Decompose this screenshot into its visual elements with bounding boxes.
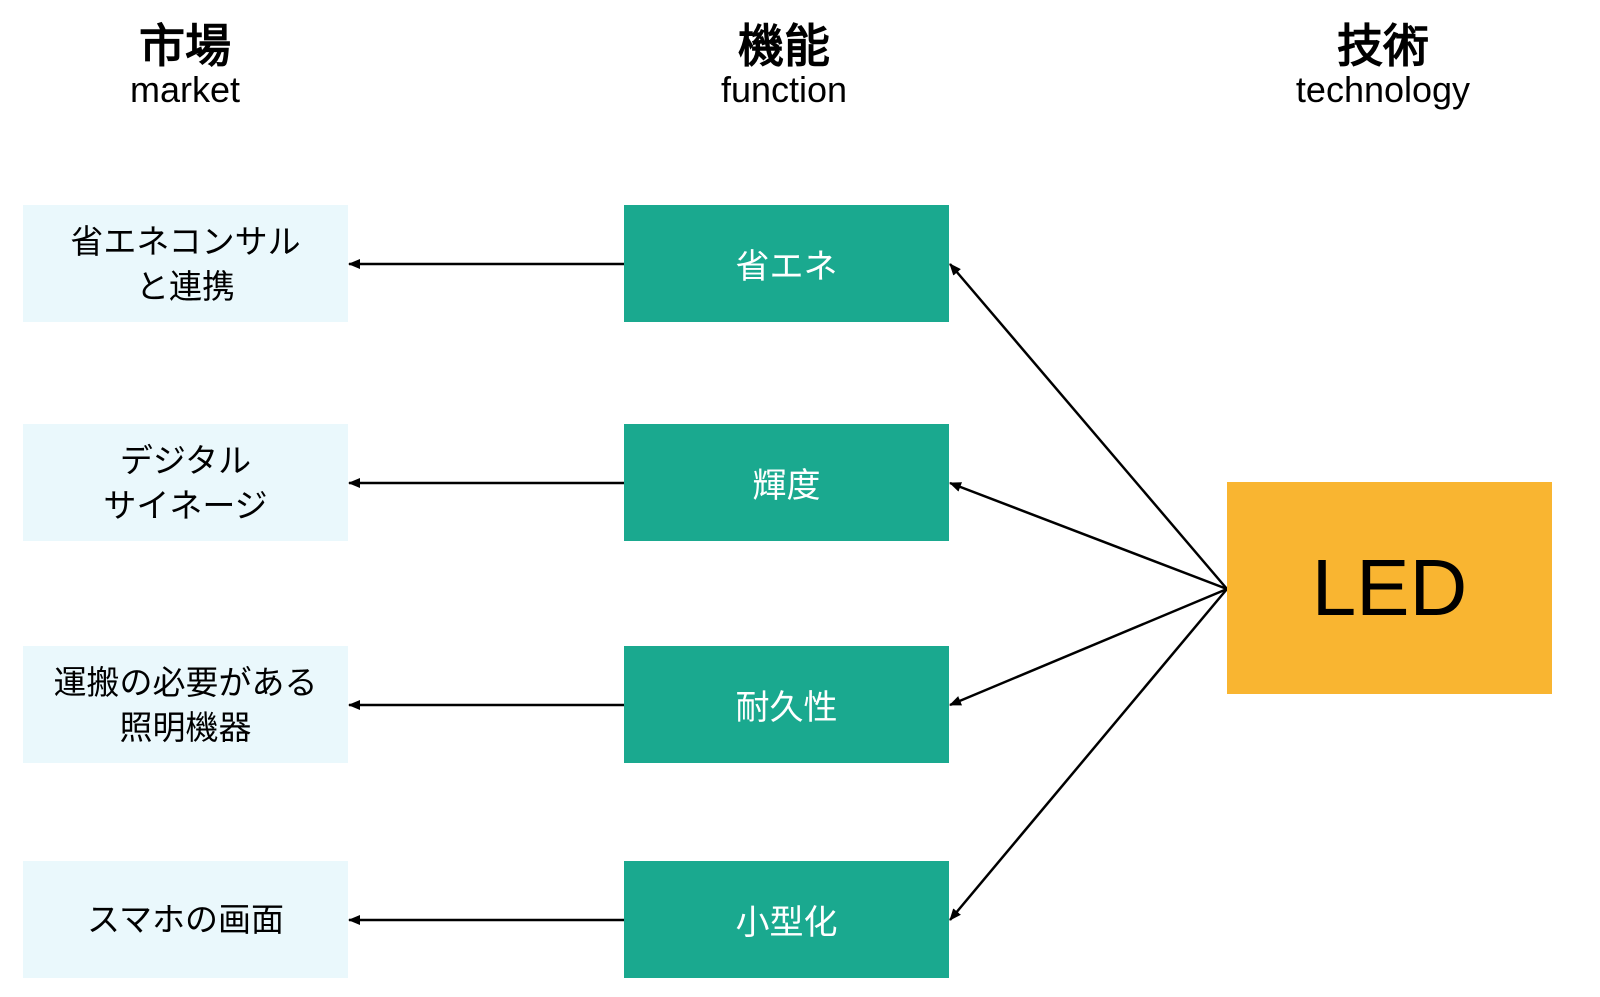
arrow-technology-to-function-2 (949, 481, 1228, 591)
header-function: 機能 function (624, 20, 944, 108)
function-node-2: 輝度 (624, 424, 949, 541)
market-node-1: 省エネコンサル と連携 (23, 205, 348, 322)
header-market-en: market (129, 69, 241, 110)
market-node-4: スマホの画面 (23, 861, 348, 978)
header-function-jp: 機能 (738, 19, 830, 73)
technology-node-label: LED (1311, 543, 1468, 632)
function-node-2-label: 輝度 (752, 466, 821, 506)
market-node-2-label: デジタル サイネージ (103, 440, 268, 525)
header-technology-jp: 技術 (1337, 19, 1429, 73)
header-technology: 技術 technology (1223, 20, 1543, 108)
function-node-1-label: 省エネ (735, 247, 838, 287)
header-function-en: function (720, 69, 848, 110)
function-node-4-label: 小型化 (735, 903, 838, 943)
market-node-3: 運搬の必要がある 照明機器 (23, 646, 348, 763)
market-node-4-label: スマホの画面 (86, 900, 284, 939)
arrow-technology-to-function-4 (949, 588, 1228, 921)
arrow-technology-to-function-3 (949, 587, 1228, 707)
function-node-4: 小型化 (624, 861, 949, 978)
function-node-3: 耐久性 (624, 646, 949, 763)
header-technology-en: technology (1295, 69, 1471, 110)
function-node-3-label: 耐久性 (735, 688, 838, 728)
function-node-1: 省エネ (624, 205, 949, 322)
market-node-1-label: 省エネコンサル と連携 (70, 221, 301, 306)
market-node-3-label: 運搬の必要がある 照明機器 (53, 662, 318, 747)
market-node-2: デジタル サイネージ (23, 424, 348, 541)
technology-node: LED (1227, 482, 1552, 694)
header-market: 市場 market (25, 20, 345, 108)
header-market-jp: 市場 (139, 19, 231, 73)
arrow-technology-to-function-1 (949, 263, 1228, 590)
